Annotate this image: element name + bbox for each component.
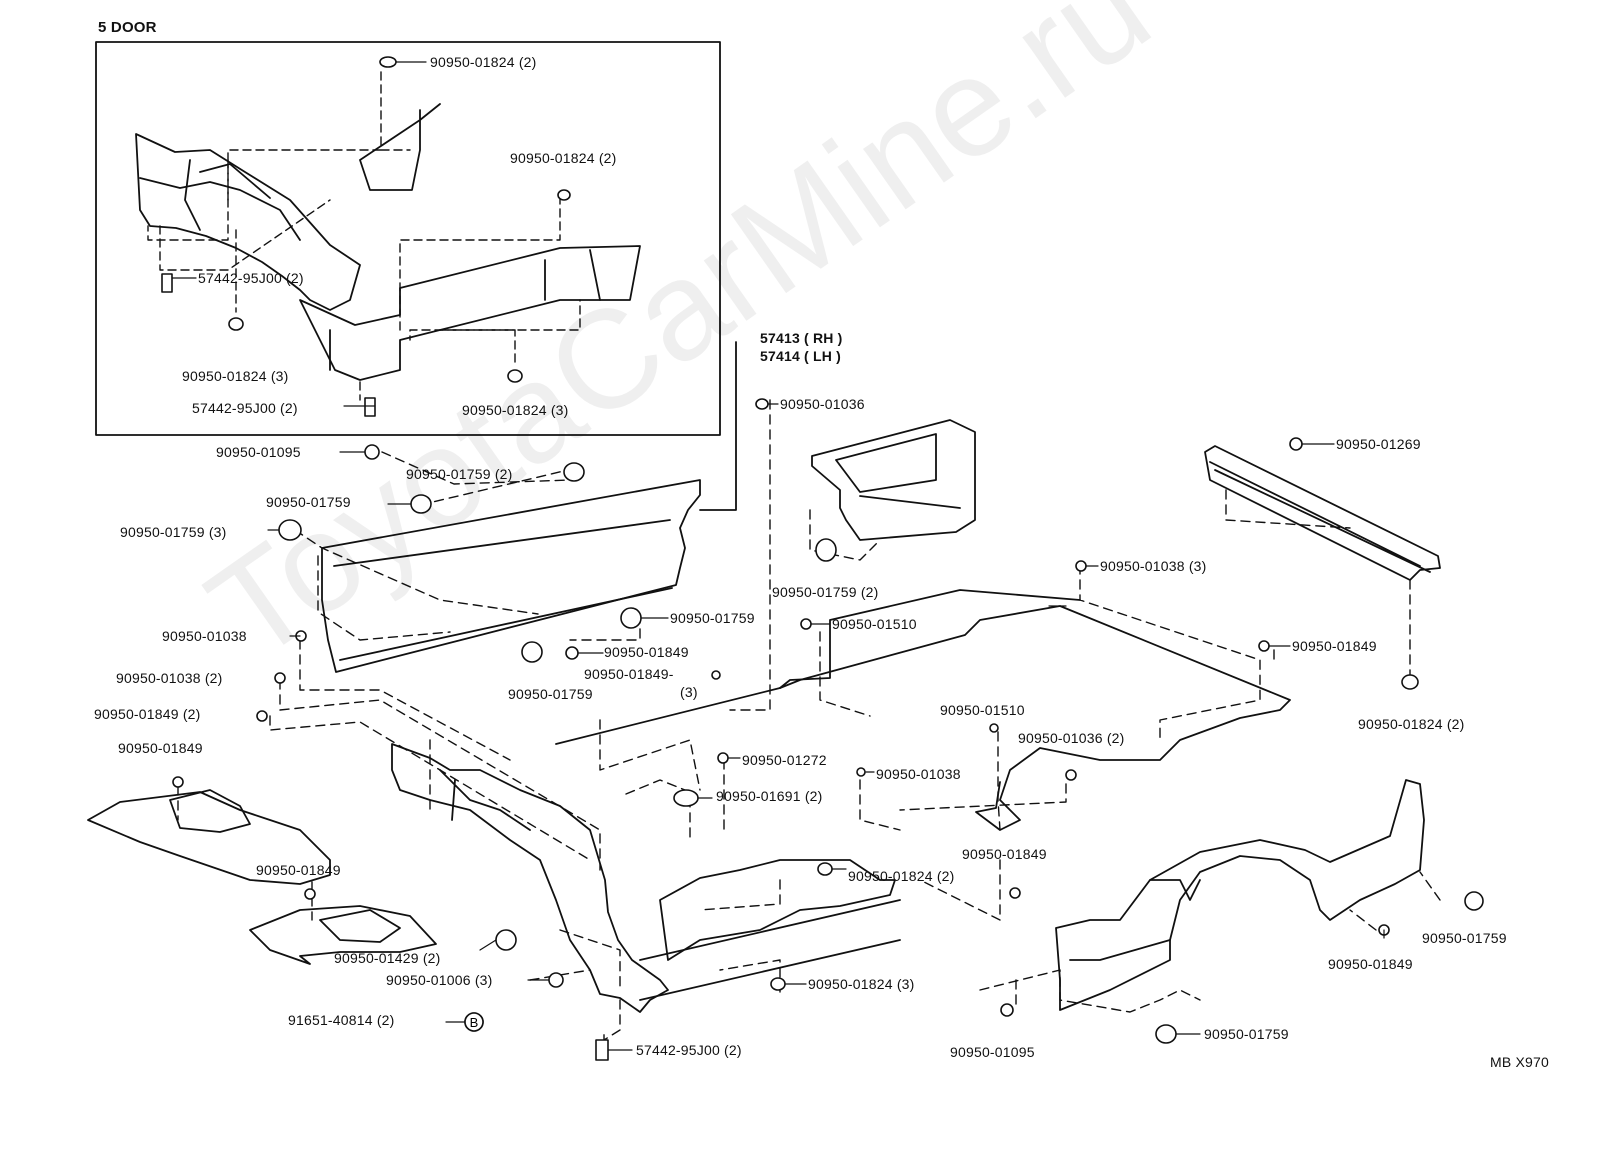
part-label: 90950-01849: [118, 740, 203, 756]
part-label: 90950-01759 (2): [406, 466, 513, 482]
part-label: 90950-01849: [256, 862, 341, 878]
part-label: 57442-95J00 (2): [636, 1042, 742, 1058]
part-label: 91651-40814 (2): [288, 1012, 395, 1028]
part-label: 90950-01759: [1422, 930, 1507, 946]
part-label: 90950-01759: [1204, 1026, 1289, 1042]
sill-rail: [1204, 445, 1441, 581]
diagram-code: MB X970: [1490, 1054, 1549, 1070]
b-marker-letter: B: [470, 1015, 479, 1030]
part-label: 90950-01038 (2): [116, 670, 223, 686]
part-label: 90950-01036 (2): [1018, 730, 1125, 746]
rear-quarter-panel-left: [391, 743, 669, 1013]
part-label: 90950-01095: [216, 444, 301, 460]
part-label: 90950-01272: [742, 752, 827, 768]
inset-side-panel: [135, 133, 361, 311]
part-label: 90950-01849: [604, 644, 689, 660]
part-label: 90950-01429 (2): [334, 950, 441, 966]
part-label: (3): [680, 684, 698, 700]
part-label: 90950-01759 (2): [772, 584, 879, 600]
left-floor-mat-rear: [249, 905, 437, 965]
part-label: 90950-01849: [1292, 638, 1377, 654]
side-trim-rh-label: 57413 ( RH ): [760, 330, 843, 346]
part-label: 90950-01824 (2): [1358, 716, 1465, 732]
part-label: 90950-01510: [940, 702, 1025, 718]
inset-frame: [95, 41, 721, 436]
part-label: 90950-01038: [876, 766, 961, 782]
part-label: 90950-01036: [780, 396, 865, 412]
wheel-house-panel: [1055, 779, 1425, 1011]
part-label: 90950-01824 (3): [182, 368, 289, 384]
part-label: 90950-01038: [162, 628, 247, 644]
part-label: 90950-01095: [950, 1044, 1035, 1060]
part-label: 90950-01038 (3): [1100, 558, 1207, 574]
b-marker-circle: [464, 1012, 484, 1032]
part-label: 90950-01759: [266, 494, 351, 510]
side-trim-panel: [321, 479, 701, 673]
part-label: 90950-01824 (3): [462, 402, 569, 418]
part-label: 90950-01824 (2): [848, 868, 955, 884]
part-label: 90950-01849: [1328, 956, 1413, 972]
part-label: 90950-01269: [1336, 436, 1421, 452]
part-label: 90950-01824 (3): [808, 976, 915, 992]
inset-floor-tub: [299, 245, 641, 381]
part-label: 90950-01759: [508, 686, 593, 702]
inset-upper-trim: [359, 103, 441, 191]
inset-title: 5 DOOR: [98, 19, 157, 36]
part-label: 90950-01691 (2): [716, 788, 823, 804]
part-label: 90950-01759 (3): [120, 524, 227, 540]
part-label: 90950-01006 (3): [386, 972, 493, 988]
part-label: 57442-95J00 (2): [198, 270, 304, 286]
rear-floor-tub: [659, 859, 896, 961]
part-label: 90950-01849 (2): [94, 706, 201, 722]
part-label: 57442-95J00 (2): [192, 400, 298, 416]
part-label: 90950-01510: [832, 616, 917, 632]
floor-deck: [779, 605, 1291, 831]
part-label: 90950-01824 (2): [430, 54, 537, 70]
part-label: 90950-01759: [670, 610, 755, 626]
side-trim-lh-label: 57414 ( LH ): [760, 348, 841, 364]
quarter-storage-box: [811, 419, 976, 541]
part-label: 90950-01849-: [584, 666, 674, 682]
part-label: 90950-01824 (2): [510, 150, 617, 166]
part-label: 90950-01849: [962, 846, 1047, 862]
